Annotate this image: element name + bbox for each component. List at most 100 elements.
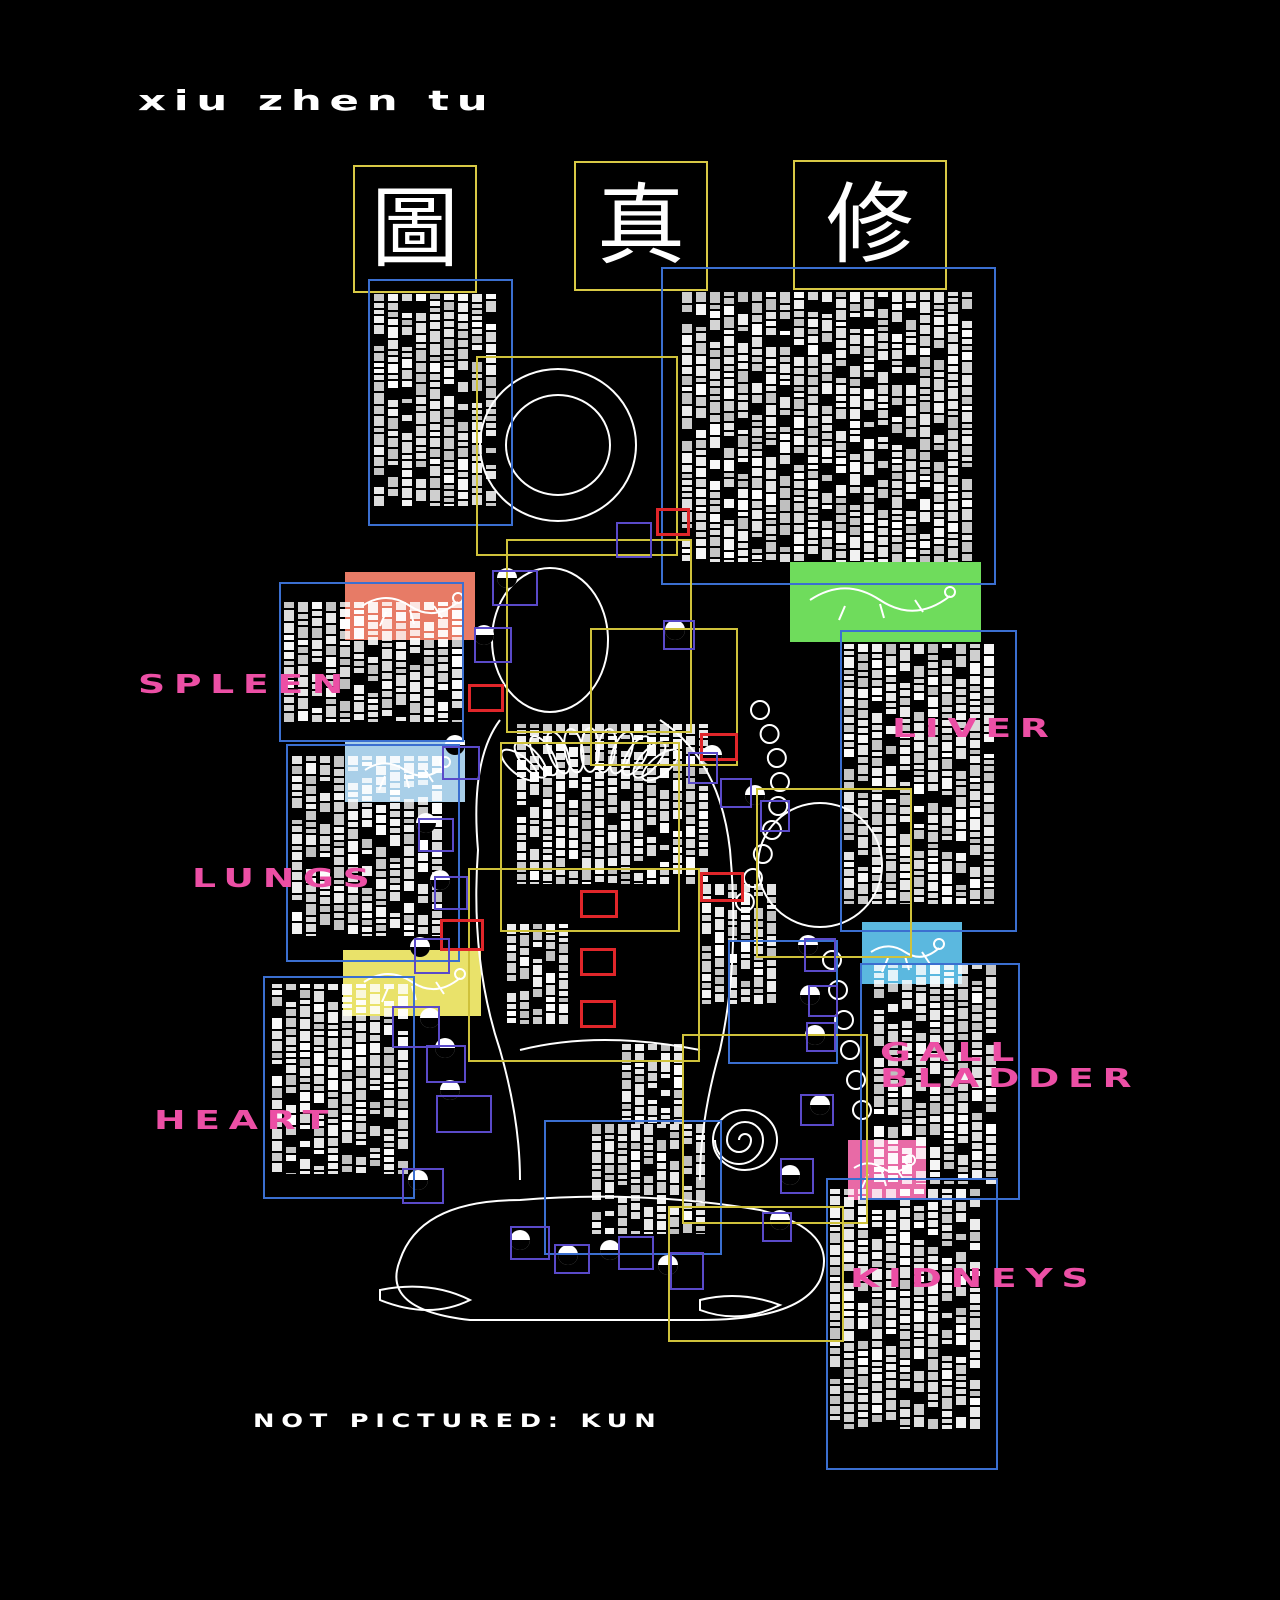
glyph-mark bbox=[858, 1303, 868, 1310]
glyph-mark bbox=[683, 1192, 692, 1201]
glyph-mark bbox=[738, 292, 748, 302]
glyph-mark bbox=[872, 670, 882, 678]
annotation-box bbox=[800, 1094, 834, 1126]
glyph-mark bbox=[348, 895, 358, 903]
glyph-mark bbox=[948, 356, 958, 364]
glyph-mark bbox=[948, 334, 958, 342]
glyph-mark bbox=[844, 682, 854, 686]
glyph-mark bbox=[956, 748, 966, 759]
glyph-mark bbox=[928, 900, 938, 904]
glyph-mark bbox=[416, 384, 426, 395]
glyph-mark bbox=[872, 788, 882, 792]
glyph-mark bbox=[916, 1015, 926, 1021]
glyph-mark bbox=[404, 781, 414, 787]
glyph-mark bbox=[374, 416, 384, 426]
motif-head bbox=[933, 938, 945, 950]
glyph-mark bbox=[306, 847, 316, 857]
glyph-mark bbox=[794, 490, 804, 495]
glyph-mark bbox=[398, 996, 408, 1007]
glyph-mark bbox=[418, 863, 428, 872]
glyph-mark bbox=[605, 1124, 614, 1133]
glyph-mark bbox=[517, 862, 526, 872]
glyph-mark bbox=[864, 554, 874, 558]
text-column-block bbox=[844, 644, 994, 904]
glyph-mark bbox=[958, 1103, 968, 1113]
glyph-mark bbox=[850, 366, 860, 377]
glyph-mark bbox=[864, 389, 874, 399]
glyph-mark bbox=[432, 803, 442, 814]
glyph-mark bbox=[334, 857, 344, 865]
glyph-mark bbox=[320, 897, 330, 904]
glyph-mark bbox=[374, 369, 384, 373]
glyph-mark bbox=[272, 1122, 282, 1127]
glyph-mark bbox=[354, 661, 364, 666]
glyph-mark bbox=[752, 292, 762, 301]
glyph-mark bbox=[370, 1055, 380, 1066]
glyph-mark bbox=[660, 877, 669, 884]
glyph-mark bbox=[858, 700, 868, 708]
glyph-mark bbox=[874, 1016, 884, 1022]
glyph-mark bbox=[900, 1280, 910, 1289]
glyph-mark bbox=[416, 335, 426, 342]
glyph-mark bbox=[284, 661, 294, 665]
glyph-mark bbox=[314, 991, 324, 1002]
glyph-mark bbox=[970, 778, 980, 782]
glyph-mark bbox=[984, 656, 994, 666]
glyph-mark bbox=[928, 1229, 938, 1235]
glyph-mark bbox=[300, 990, 310, 998]
glyph-mark bbox=[934, 539, 944, 544]
glyph-mark bbox=[794, 393, 804, 397]
glyph-mark bbox=[569, 800, 578, 808]
glyph-mark bbox=[634, 771, 643, 775]
glyph-mark bbox=[738, 402, 748, 410]
glyph-mark bbox=[398, 984, 408, 994]
glyph-mark bbox=[674, 1044, 683, 1051]
glyph-mark bbox=[595, 830, 604, 835]
glyph-mark bbox=[458, 349, 468, 359]
glyph-mark bbox=[830, 1283, 840, 1292]
glyph-mark bbox=[886, 838, 896, 846]
glyph-mark bbox=[754, 908, 763, 919]
glyph-mark bbox=[872, 1393, 882, 1403]
glyph-mark bbox=[543, 855, 552, 860]
glyph-mark bbox=[486, 365, 496, 375]
glyph-mark bbox=[404, 775, 414, 779]
glyph-mark bbox=[444, 362, 454, 366]
glyph-mark bbox=[618, 1205, 627, 1216]
glyph-mark bbox=[858, 644, 868, 652]
glyph-mark bbox=[670, 1172, 679, 1183]
glyph-mark bbox=[631, 1130, 640, 1141]
glyph-mark bbox=[362, 934, 372, 936]
glyph-mark bbox=[916, 1075, 926, 1080]
glyph-mark bbox=[661, 1044, 670, 1051]
glyph-mark bbox=[970, 1189, 980, 1196]
glyph-mark bbox=[621, 874, 630, 879]
glyph-mark bbox=[452, 691, 462, 699]
glyph-mark bbox=[808, 428, 818, 436]
glyph-mark bbox=[452, 656, 462, 667]
glyph-mark bbox=[900, 816, 910, 822]
glyph-mark bbox=[595, 837, 604, 846]
glyph-mark bbox=[696, 479, 706, 487]
glyph-mark bbox=[844, 1209, 854, 1220]
glyph-mark bbox=[886, 884, 896, 888]
glyph-mark bbox=[900, 740, 910, 745]
glyph-mark bbox=[517, 792, 526, 799]
glyph-mark bbox=[928, 874, 938, 880]
glyph-mark bbox=[320, 777, 330, 781]
glyph-mark bbox=[836, 545, 846, 549]
glyph-mark bbox=[292, 792, 302, 796]
glyph-mark bbox=[374, 294, 384, 301]
glyph-mark bbox=[836, 498, 846, 503]
annotation-box bbox=[616, 522, 652, 558]
glyph-mark bbox=[914, 1348, 924, 1359]
glyph-mark bbox=[328, 1138, 338, 1146]
glyph-mark bbox=[635, 1097, 644, 1105]
glyph-mark bbox=[944, 1162, 954, 1169]
glyph-mark bbox=[888, 1068, 898, 1078]
glyph-mark bbox=[644, 1124, 653, 1135]
glyph-mark bbox=[388, 357, 398, 362]
glyph-mark bbox=[872, 1368, 882, 1372]
glyph-mark bbox=[906, 338, 916, 343]
glyph-mark bbox=[396, 631, 406, 640]
